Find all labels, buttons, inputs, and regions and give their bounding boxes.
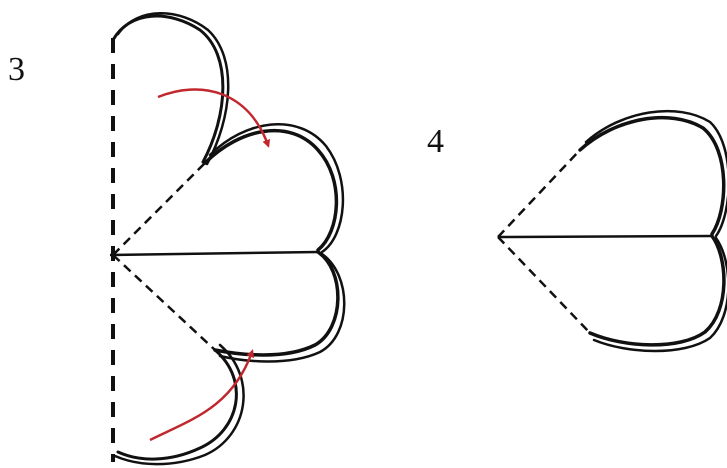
lower-flap bbox=[113, 343, 245, 466]
upper-diagonal-fold-line bbox=[112, 162, 206, 256]
step-4-number: 4 bbox=[427, 123, 444, 160]
step-3-figure: 3 bbox=[8, 12, 346, 466]
upper-fold-arrow bbox=[157, 88, 271, 148]
lower-fold-arrow bbox=[149, 349, 255, 442]
step4-lower-heart-lobe bbox=[588, 234, 727, 353]
step-4-figure: 4 bbox=[427, 109, 727, 353]
step-3-number: 3 bbox=[8, 51, 25, 88]
lower-heart-lobe bbox=[213, 250, 346, 363]
step4-lower-diagonal-fold-line bbox=[497, 236, 591, 334]
upper-flap bbox=[111, 12, 230, 166]
center-line bbox=[109, 250, 319, 257]
step4-upper-diagonal-fold-line bbox=[497, 149, 581, 238]
lower-diagonal-fold-line bbox=[112, 254, 216, 351]
upper-heart-lobe bbox=[203, 123, 345, 254]
step4-center-line bbox=[497, 234, 713, 239]
step4-upper-heart-lobe bbox=[578, 109, 727, 238]
